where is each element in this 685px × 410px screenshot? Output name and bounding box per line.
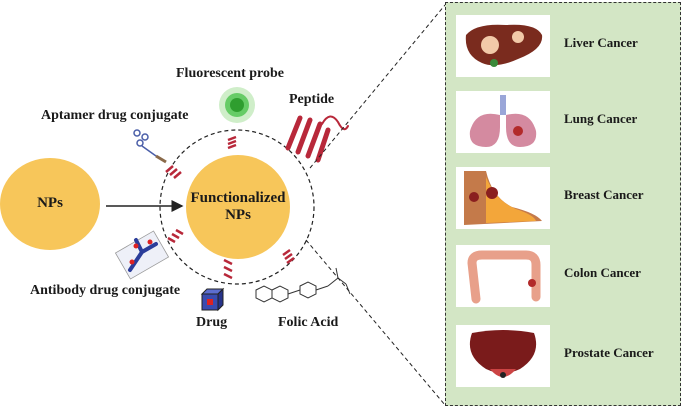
lung-icon bbox=[456, 91, 550, 153]
cancer-label: Prostate Cancer bbox=[564, 345, 654, 360]
cancer-row-lung: Lung Cancer bbox=[446, 85, 682, 153]
cancer-panel: Liver Cancer Lung Cancer bbox=[445, 2, 681, 406]
peptide-icon bbox=[285, 115, 349, 163]
fluorescent-probe-icon bbox=[219, 87, 255, 123]
liver-icon bbox=[456, 15, 550, 77]
cancer-row-breast: Breast Cancer bbox=[446, 161, 682, 229]
fluorescent-probe-label: Fluorescent probe bbox=[176, 66, 284, 81]
nps-label: NPs bbox=[37, 195, 63, 211]
folic-acid-structure bbox=[255, 267, 351, 303]
callout-line-top bbox=[309, 4, 446, 169]
functionalized-nps-circle bbox=[186, 155, 290, 259]
functionalized-line1: Functionalized bbox=[190, 190, 286, 206]
antibody-icon bbox=[114, 230, 170, 280]
functionalization-boundary bbox=[159, 129, 315, 285]
cancer-row-prostate: Prostate Cancer bbox=[446, 319, 682, 387]
nps-circle bbox=[0, 158, 100, 250]
functionalized-nps-label: Functionalized NPs bbox=[183, 190, 293, 224]
antibody-label: Antibody drug conjugate bbox=[30, 283, 181, 298]
coil-bottom bbox=[223, 258, 233, 280]
drug-icon bbox=[200, 287, 225, 312]
cancer-row-colon: Colon Cancer bbox=[446, 239, 682, 307]
aptamer-label: Aptamer drug conjugate bbox=[41, 108, 189, 123]
cancer-label: Liver Cancer bbox=[564, 35, 638, 50]
functionalized-line2: NPs bbox=[225, 207, 251, 223]
prostate-icon bbox=[456, 325, 550, 387]
aptamer-icon bbox=[133, 129, 167, 164]
peptide-label: Peptide bbox=[289, 92, 335, 107]
coil-top bbox=[227, 135, 237, 150]
coil-lower-left bbox=[167, 228, 184, 244]
folic-acid-label: Folic Acid bbox=[278, 315, 339, 330]
colon-icon bbox=[456, 245, 550, 307]
drug-label: Drug bbox=[196, 315, 228, 330]
coil-ligands bbox=[165, 135, 295, 280]
coil-lower-right bbox=[282, 248, 295, 265]
cancer-label: Colon Cancer bbox=[564, 265, 641, 280]
cancer-label: Lung Cancer bbox=[564, 111, 638, 126]
callout-line-bottom bbox=[305, 239, 446, 406]
coil-upper-left bbox=[165, 165, 182, 179]
breast-icon bbox=[456, 167, 550, 229]
cancer-label: Breast Cancer bbox=[564, 187, 644, 202]
cancer-row-liver: Liver Cancer bbox=[446, 9, 682, 77]
